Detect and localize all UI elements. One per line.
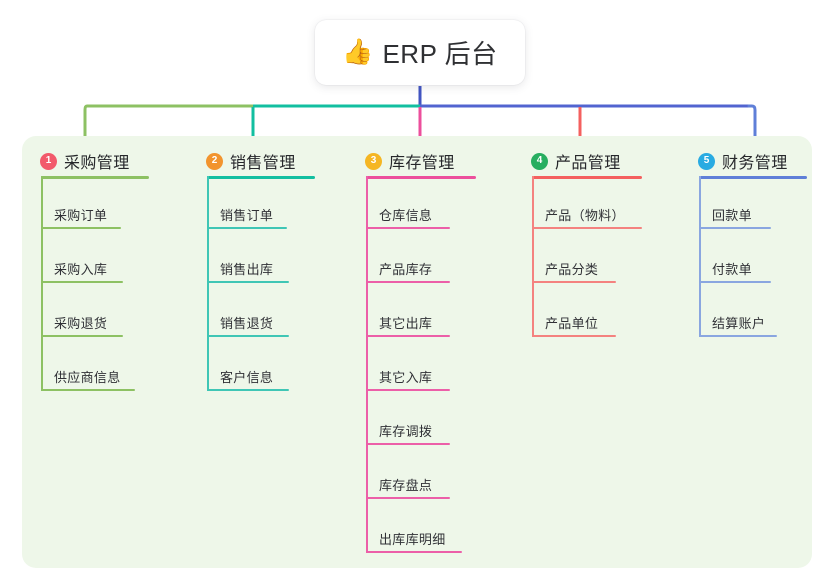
leaf-node[interactable]: 其它入库 [366, 361, 450, 391]
leaf-node-label: 供应商信息 [54, 370, 121, 385]
root-node[interactable]: 👍 ERP 后台 [315, 20, 525, 85]
leaf-node-underline [207, 281, 289, 283]
branch-drop-5 [747, 104, 757, 143]
leaf-node-label: 采购订单 [54, 208, 108, 223]
leaf-node-label: 产品库存 [379, 262, 433, 277]
leaf-node-label: 结算账户 [712, 316, 766, 331]
leaf-node-underline [41, 335, 123, 337]
leaf-node-underline [699, 281, 771, 283]
leaf-node-label: 付款单 [712, 262, 752, 277]
branch-badge-2: 2 [206, 152, 223, 170]
branch-badge-5: 5 [698, 152, 715, 170]
leaf-node[interactable]: 客户信息 [207, 361, 289, 391]
leaf-node-label: 出库库明细 [379, 532, 446, 547]
leaf-node[interactable]: 库存调拨 [366, 415, 450, 445]
branch-spine-3 [366, 176, 368, 553]
branch-header-3[interactable]: 3 库存管理 [365, 149, 455, 173]
leaf-node-underline [532, 227, 642, 229]
leaf-node[interactable]: 产品（物料） [532, 199, 642, 229]
leaf-node-underline [699, 227, 771, 229]
branch-spine-2 [207, 176, 209, 391]
leaf-node[interactable]: 产品分类 [532, 253, 616, 283]
leaf-node-label: 采购入库 [54, 262, 108, 277]
leaf-node-underline [366, 281, 450, 283]
branch-underline-5 [699, 176, 807, 179]
leaf-node-label: 客户信息 [220, 370, 274, 385]
leaf-node-underline [366, 443, 450, 445]
leaf-node-underline [366, 227, 450, 229]
leaf-node[interactable]: 结算账户 [699, 307, 777, 337]
leaf-node[interactable]: 付款单 [699, 253, 771, 283]
leaf-node-label: 仓库信息 [379, 208, 433, 223]
leaf-node-underline [41, 389, 135, 391]
thumbs-up-icon: 👍 [342, 38, 374, 66]
leaf-node[interactable]: 回款单 [699, 199, 771, 229]
branch-title-2: 销售管理 [230, 155, 296, 172]
leaf-node-label: 产品分类 [545, 262, 599, 277]
branch-spine-5 [699, 176, 701, 337]
leaf-node-underline [41, 281, 123, 283]
leaf-node-label: 产品单位 [545, 316, 599, 331]
leaf-node-underline [41, 227, 121, 229]
leaf-node[interactable]: 仓库信息 [366, 199, 450, 229]
branch-badge-4: 4 [531, 152, 548, 170]
branch-underline-1 [41, 176, 149, 179]
leaf-node-label: 回款单 [712, 208, 752, 223]
branch-spine-4 [532, 176, 534, 337]
branch-badge-3: 3 [365, 152, 382, 170]
leaf-node-underline [366, 551, 462, 553]
branch-header-4[interactable]: 4 产品管理 [531, 149, 621, 173]
branch-underline-2 [207, 176, 315, 179]
root-node-title: ERP 后台 [382, 39, 498, 69]
branch-badge-1: 1 [40, 152, 57, 170]
leaf-node-label: 销售退货 [220, 316, 274, 331]
leaf-node[interactable]: 销售退货 [207, 307, 289, 337]
leaf-node-label: 其它入库 [379, 370, 433, 385]
leaf-node-underline [366, 497, 450, 499]
leaf-node[interactable]: 产品库存 [366, 253, 450, 283]
leaf-node-label: 销售出库 [220, 262, 274, 277]
branches-panel [22, 136, 812, 568]
branch-header-1[interactable]: 1 采购管理 [40, 149, 130, 173]
leaf-node[interactable]: 采购退货 [41, 307, 123, 337]
leaf-node[interactable]: 销售出库 [207, 253, 289, 283]
leaf-node-underline [207, 389, 289, 391]
leaf-node-underline [366, 389, 450, 391]
leaf-node-underline [699, 335, 777, 337]
branch-title-3: 库存管理 [389, 155, 455, 172]
leaf-node-label: 采购退货 [54, 316, 108, 331]
branch-underline-4 [532, 176, 642, 179]
leaf-node-underline [207, 335, 289, 337]
leaf-node[interactable]: 供应商信息 [41, 361, 135, 391]
leaf-node[interactable]: 库存盘点 [366, 469, 450, 499]
leaf-node-label: 库存调拨 [379, 424, 433, 439]
leaf-node-label: 销售订单 [220, 208, 274, 223]
leaf-node[interactable]: 出库库明细 [366, 523, 462, 553]
branch-underline-3 [366, 176, 476, 179]
leaf-node[interactable]: 其它出库 [366, 307, 450, 337]
branch-title-4: 产品管理 [555, 155, 621, 172]
leaf-node-underline [532, 335, 616, 337]
leaf-node[interactable]: 采购入库 [41, 253, 123, 283]
leaf-node-underline [532, 281, 616, 283]
branch-header-2[interactable]: 2 销售管理 [206, 149, 296, 173]
branch-title-5: 财务管理 [722, 155, 788, 172]
leaf-node-label: 其它出库 [379, 316, 433, 331]
leaf-node-label: 库存盘点 [379, 478, 433, 493]
leaf-node[interactable]: 采购订单 [41, 199, 121, 229]
branch-drop-1 [83, 104, 94, 143]
leaf-node-label: 产品（物料） [545, 208, 625, 223]
leaf-node[interactable]: 销售订单 [207, 199, 287, 229]
branch-spine-1 [41, 176, 43, 391]
leaf-node-underline [366, 335, 450, 337]
leaf-node-underline [207, 227, 287, 229]
branch-header-5[interactable]: 5 财务管理 [698, 149, 788, 173]
branch-title-1: 采购管理 [64, 155, 130, 172]
leaf-node[interactable]: 产品单位 [532, 307, 616, 337]
